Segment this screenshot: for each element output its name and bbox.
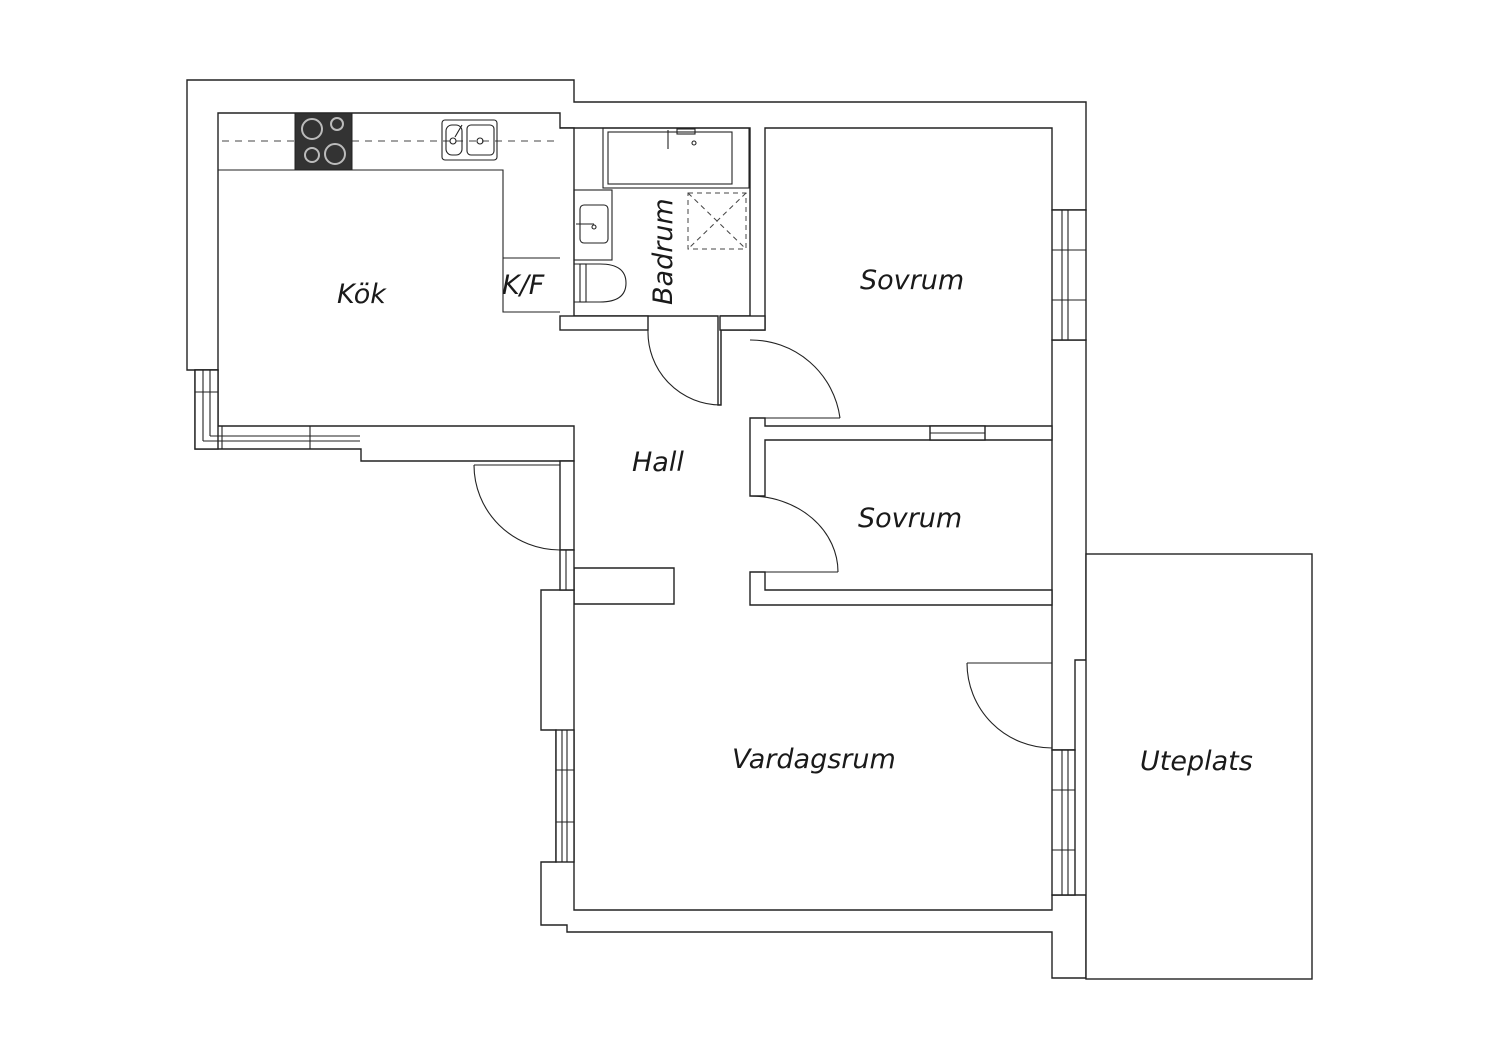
shower-icon [687,192,747,250]
room-label-living: Vardagsrum [732,744,896,775]
room-label-hall: Hall [632,447,684,478]
stove-icon [294,112,353,171]
doors [473,329,1053,749]
room-label-bedroom-2: Sovrum [858,503,962,534]
room-label-fridge: K/F [502,270,545,301]
windows [194,209,1087,895]
room-label-bedroom-1: Sovrum [860,265,964,296]
room-label-kitchen: Kök [337,279,387,310]
interior-walls [559,127,1053,606]
patio-area [1085,553,1313,980]
toilet-icon [574,263,627,303]
exterior-walls [186,79,1087,979]
washbasin-icon [573,189,613,261]
room-label-patio: Uteplats [1140,746,1253,777]
bathtub-icon [602,127,750,189]
kitchen-sink-icon [441,119,498,161]
bathroom-fixtures [573,127,750,303]
room-label-bathroom: Badrum [648,198,679,305]
kitchen-fixtures [218,112,560,313]
